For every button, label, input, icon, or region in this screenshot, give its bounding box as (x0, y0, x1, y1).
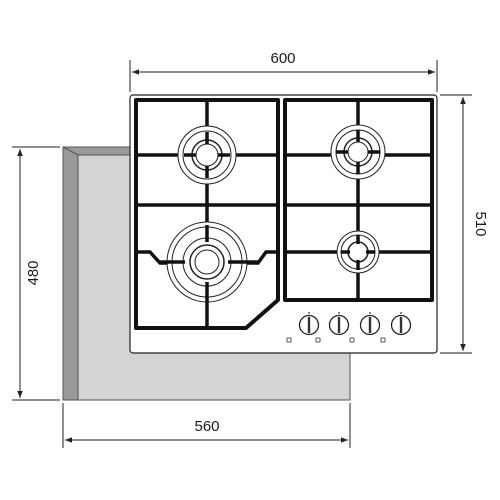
control-knobs (286, 312, 412, 343)
knob-3[interactable] (349, 312, 381, 343)
dim-left-depth: 480 (12, 146, 60, 401)
dim-right-depth-label: 510 (472, 211, 489, 236)
dim-top-width: 600 (129, 50, 438, 92)
burner-top-right (330, 124, 386, 180)
left-grate-frame (134, 98, 280, 330)
burner-bottom-right-small (336, 230, 380, 274)
dim-left-depth-label: 480 (25, 260, 42, 285)
burner-top-left (177, 125, 237, 185)
knob-1[interactable] (286, 312, 320, 343)
burner-bottom-left-large (160, 221, 258, 303)
knob-2[interactable] (315, 312, 350, 343)
dim-bottom-width-label: 560 (194, 418, 219, 435)
dim-bottom-width: 560 (62, 403, 351, 448)
knob-4[interactable] (380, 312, 412, 343)
hob-panel (129, 94, 438, 354)
dim-top-width-label: 600 (270, 50, 295, 67)
dim-right-depth: 510 (440, 94, 489, 354)
